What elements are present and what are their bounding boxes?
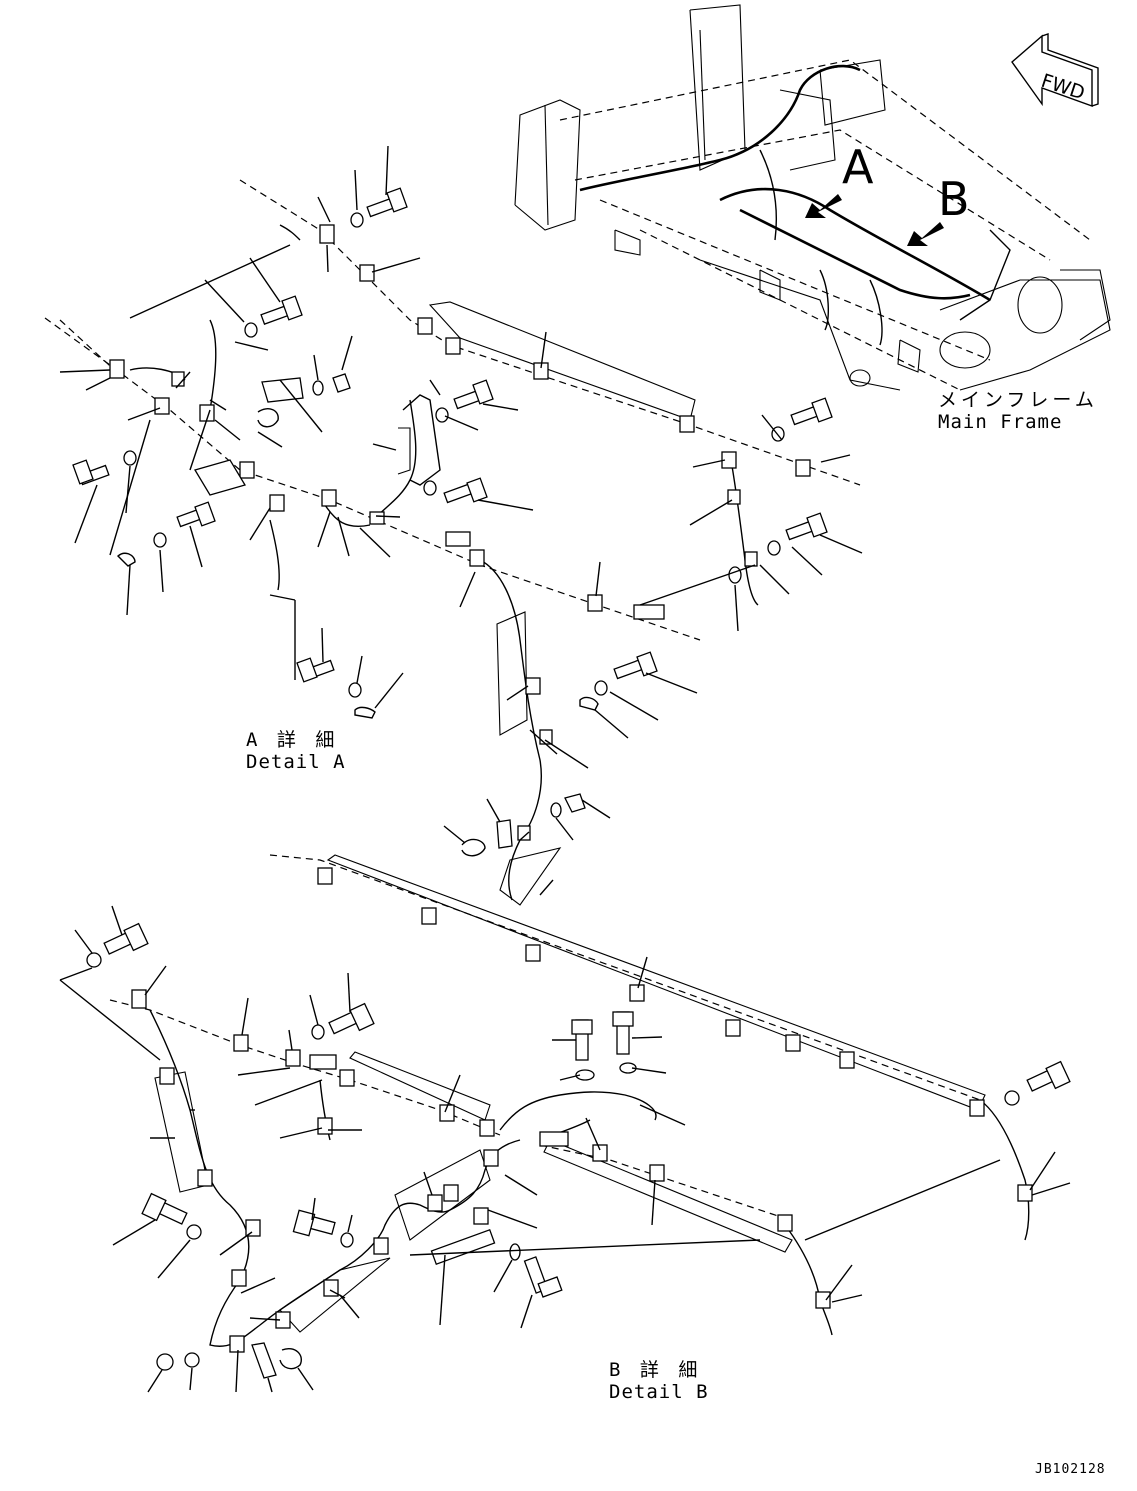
detail-b-label: B 詳 細 Detail B	[609, 1359, 709, 1404]
fwd-arrow-icon: FWD	[1011, 33, 1099, 107]
view-a-arrow-icon	[805, 194, 842, 218]
main-frame-label-en: Main Frame	[938, 410, 1063, 433]
main-frame-drawing	[514, 4, 1111, 391]
fwd-text: FWD	[1038, 70, 1087, 105]
view-b-letter: B	[938, 172, 970, 226]
detail-a-label-en: Detail A	[246, 750, 346, 773]
main-frame-label-jp: メインフレーム	[938, 389, 1098, 411]
view-b-arrow-icon	[907, 222, 944, 246]
view-a-letter: A	[842, 140, 874, 194]
drawing-code: JB102128	[1035, 1462, 1106, 1477]
detail-a-drawing	[44, 145, 863, 906]
detail-a-label: A 詳 細 Detail A	[246, 729, 346, 774]
detail-b-label-jp: B 詳 細	[609, 1359, 702, 1381]
main-frame-label: メインフレーム Main Frame	[938, 389, 1098, 434]
detail-b-drawing	[59, 854, 1071, 1393]
detail-a-label-jp: A 詳 細	[246, 729, 339, 751]
detail-b-label-en: Detail B	[609, 1380, 709, 1403]
bolt-icon	[366, 187, 408, 218]
